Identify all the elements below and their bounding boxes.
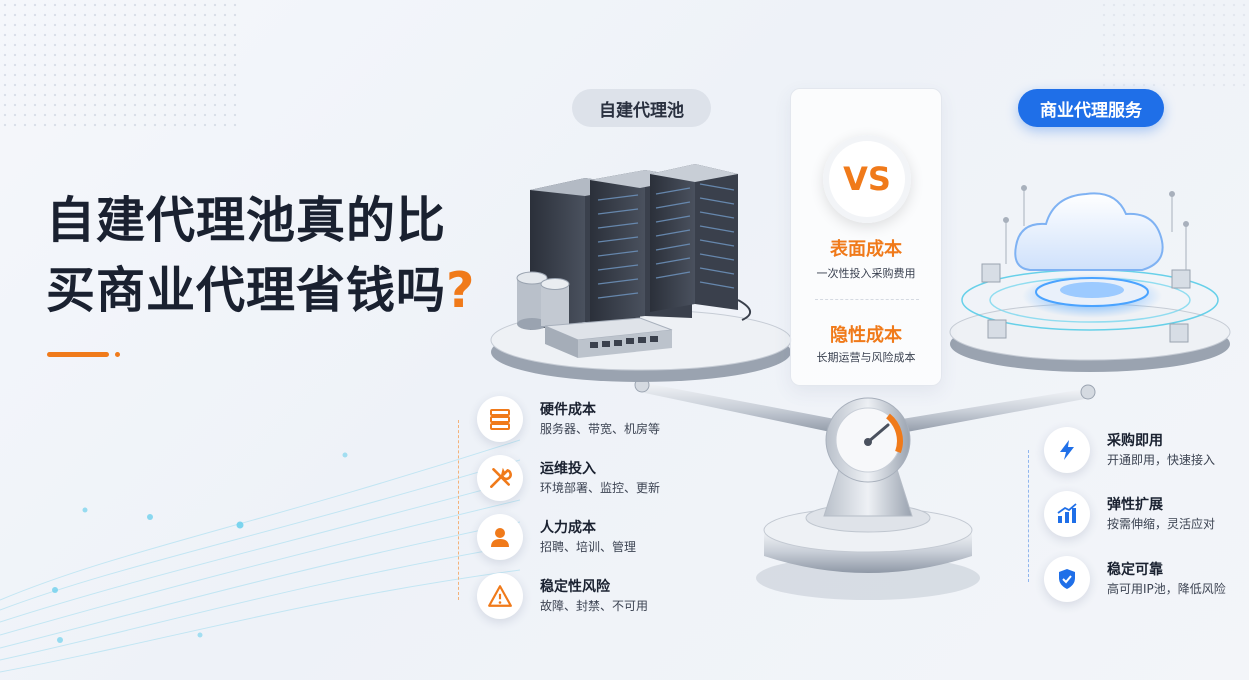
- cloud-pedestal-inner: [1060, 282, 1124, 298]
- right-item-title: 采购即用: [1107, 433, 1163, 449]
- left-item-desc: 服务器、带宽、机房等: [540, 422, 661, 436]
- left-item-desc: 招聘、培训、管理: [540, 540, 637, 554]
- title-underline: [47, 352, 109, 357]
- right-item-desc: 按需伸缩，灵活应对: [1107, 517, 1216, 531]
- commercial-label: 商业代理服务: [1018, 89, 1164, 127]
- right-list-line: [1028, 450, 1029, 582]
- network-switch: [544, 317, 673, 358]
- shield-icon: [1044, 556, 1090, 602]
- cable: [737, 299, 751, 321]
- left-list-line: [458, 420, 459, 600]
- left-item-title: 硬件成本: [540, 402, 596, 418]
- right-item-instant: 采购即用开通即用，快速接入: [1044, 427, 1215, 473]
- left-item-desc: 故障、封禁、不可用: [540, 599, 649, 613]
- storage-drums: [516, 271, 570, 330]
- left-item-desc: 环境部署、监控、更新: [540, 481, 661, 495]
- question-mark: ?: [446, 262, 476, 319]
- right-item-stable: 稳定可靠高可用IP池，降低风险: [1044, 556, 1226, 602]
- scale-beam-right: [896, 388, 1090, 434]
- title-underline-dot: [115, 352, 120, 357]
- left-item-hardware: 硬件成本服务器、带宽、机房等: [477, 396, 660, 442]
- right-item-desc: 开通即用，快速接入: [1107, 453, 1216, 467]
- self-built-label: 自建代理池: [572, 89, 711, 127]
- left-item-title: 运维投入: [540, 461, 596, 477]
- surface-cost-desc: 一次性投入采购费用: [816, 267, 916, 280]
- beam-joint-right: [1080, 384, 1096, 400]
- headline-line-2-text: 买商业代理省钱吗: [46, 262, 447, 319]
- vs-panel: VS 表面成本 一次性投入采购费用 隐性成本 长期运营与风险成本: [790, 88, 942, 386]
- server-racks: [530, 164, 738, 330]
- surface-cost-title: 表面成本: [830, 239, 902, 260]
- left-item-title: 稳定性风险: [540, 579, 610, 595]
- headline-line-2: 买商业代理省钱吗?: [46, 256, 475, 326]
- server-icon: [477, 396, 523, 442]
- right-item-scale: 弹性扩展按需伸缩，灵活应对: [1044, 491, 1215, 537]
- right-item-title: 弹性扩展: [1107, 497, 1163, 513]
- headline-line-1: 自建代理池真的比: [46, 192, 447, 249]
- left-item-labor: 人力成本招聘、培训、管理: [477, 514, 636, 560]
- antennas: [1003, 185, 1189, 270]
- scale-beam-left: [640, 382, 840, 434]
- right-item-desc: 高可用IP池，降低风险: [1107, 582, 1226, 596]
- chart-up-icon: [1044, 491, 1090, 537]
- wrench-icon: [477, 455, 523, 501]
- left-item-risk: 稳定性风险故障、封禁、不可用: [477, 573, 648, 619]
- right-item-title: 稳定可靠: [1107, 562, 1163, 578]
- lightning-icon: [1044, 427, 1090, 473]
- decorative-waves: [0, 439, 520, 673]
- left-item-ops: 运维投入环境部署、监控、更新: [477, 455, 660, 501]
- cloud: [1014, 192, 1164, 271]
- dot-pattern-right: [1099, 0, 1249, 90]
- gauge-center: [864, 438, 872, 446]
- hidden-cost-title: 隐性成本: [830, 325, 902, 346]
- headline: 自建代理池真的比 买商业代理省钱吗?: [46, 186, 475, 326]
- vs-badge: VS: [823, 135, 911, 223]
- left-item-title: 人力成本: [540, 520, 596, 536]
- server-nodes: [981, 263, 1191, 343]
- warning-icon: [477, 573, 523, 619]
- gauge-orange-arc: [885, 413, 903, 454]
- hidden-cost-desc: 长期运营与风险成本: [816, 351, 916, 364]
- person-icon: [477, 514, 523, 560]
- vs-divider: [815, 299, 919, 300]
- dot-pattern: [0, 0, 240, 130]
- gauge-needle: [866, 423, 890, 444]
